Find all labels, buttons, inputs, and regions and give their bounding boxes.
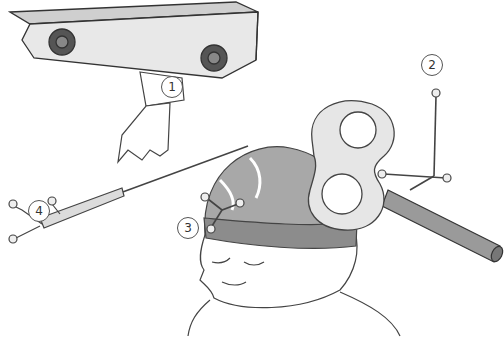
reference-frame — [378, 89, 451, 190]
clamp-rod — [382, 190, 504, 263]
head-marker — [201, 193, 244, 233]
callout-number: 4 — [28, 200, 50, 222]
callout-number: 2 — [421, 54, 443, 76]
head-clamp — [308, 101, 394, 230]
callout-number: 1 — [161, 76, 183, 98]
callout-number: 3 — [177, 217, 199, 239]
camera-stand — [118, 72, 184, 162]
tracking-camera — [10, 2, 258, 78]
